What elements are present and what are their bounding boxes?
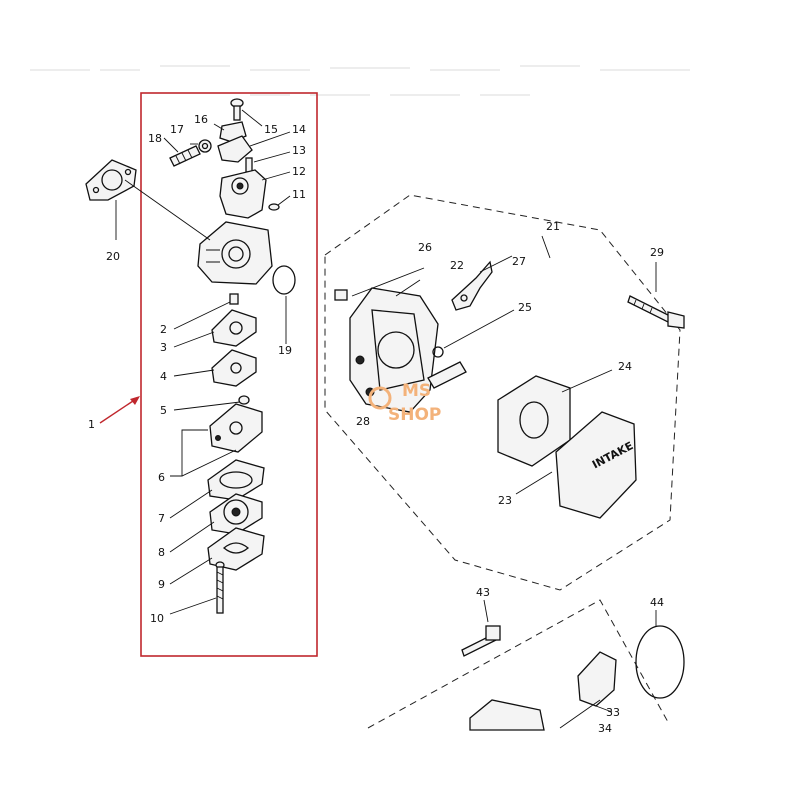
label-4: 4: [160, 370, 167, 383]
diaphragm-part-4: [211, 349, 257, 387]
label-23: 23: [498, 494, 512, 507]
carburetor-body: [197, 221, 273, 285]
label-43: 43: [476, 586, 490, 599]
clip-part-11: [268, 203, 280, 211]
pump-body-part-6: [209, 403, 263, 453]
pin-part-26: [334, 289, 348, 301]
label-3: 3: [160, 341, 167, 354]
label-29: 29: [650, 246, 664, 259]
bolt-part-43: [461, 625, 501, 657]
label-22: 22: [450, 259, 464, 272]
label-15: 15: [264, 123, 278, 136]
housing-part: [469, 699, 545, 731]
label-14: 14: [292, 123, 306, 136]
label-9: 9: [158, 578, 165, 591]
base-plate-part-22: [349, 287, 439, 413]
assembly-arrow: [99, 396, 140, 424]
label-8: 8: [158, 546, 165, 559]
screw-part-10: [215, 561, 225, 614]
gasket-part-3: [211, 309, 257, 347]
label-1: 1: [88, 418, 95, 431]
carburetor-assembly-box: [140, 92, 318, 657]
label-13: 13: [292, 144, 306, 157]
label-16: 16: [194, 113, 208, 126]
label-27: 27: [512, 255, 526, 268]
label-25: 25: [518, 301, 532, 314]
disc-part-44: [635, 625, 685, 699]
lower-assembly-outline: [367, 599, 669, 729]
gasket-part-7: [207, 459, 265, 501]
watermark-line1: MS: [402, 381, 431, 401]
label-2: 2: [160, 323, 167, 336]
needle-part-2: [229, 293, 239, 305]
label-19: 19: [278, 344, 292, 357]
lever-part-27: [451, 260, 493, 311]
label-11: 11: [292, 188, 306, 201]
part-labels: 1 2 3 4 5 6 7 8 9 10 11 12 13 14 15 16 1…: [88, 113, 664, 735]
label-5: 5: [160, 404, 167, 417]
label-26: 26: [418, 241, 432, 254]
spring-part-17: [198, 139, 212, 153]
label-12: 12: [292, 165, 306, 178]
cover-part-9: [207, 527, 265, 571]
label-20: 20: [106, 250, 120, 263]
linkage-part-33: [577, 651, 617, 707]
screw-part-18: [169, 145, 201, 167]
bracket-part: [427, 361, 467, 389]
label-28: 28: [356, 415, 370, 428]
ring-part-25: [432, 346, 444, 358]
label-17: 17: [170, 123, 184, 136]
pump-part-5: [238, 395, 250, 405]
label-44: 44: [650, 596, 664, 609]
bolt-part-29: [627, 295, 685, 329]
ms-shop-watermark: MS SHOP: [368, 381, 441, 425]
label-7: 7: [158, 512, 165, 525]
pin-part-13: [245, 157, 253, 173]
watermark-line2: SHOP: [388, 405, 441, 425]
faint-header-text: [30, 65, 690, 96]
air-box-outline: [324, 194, 681, 591]
label-18: 18: [148, 132, 162, 145]
leader-lines: [115, 109, 657, 713]
gasket-part-20: [85, 159, 137, 201]
label-33: 33: [606, 706, 620, 719]
oring-part-19: [272, 265, 296, 295]
cover-part-23: [555, 411, 637, 519]
label-6: 6: [158, 471, 165, 484]
label-24: 24: [618, 360, 632, 373]
lever-part-14: [217, 135, 253, 163]
screw-part-15: [230, 98, 244, 121]
label-34: 34: [598, 722, 612, 735]
label-21: 21: [546, 220, 560, 233]
label-10: 10: [150, 612, 164, 625]
